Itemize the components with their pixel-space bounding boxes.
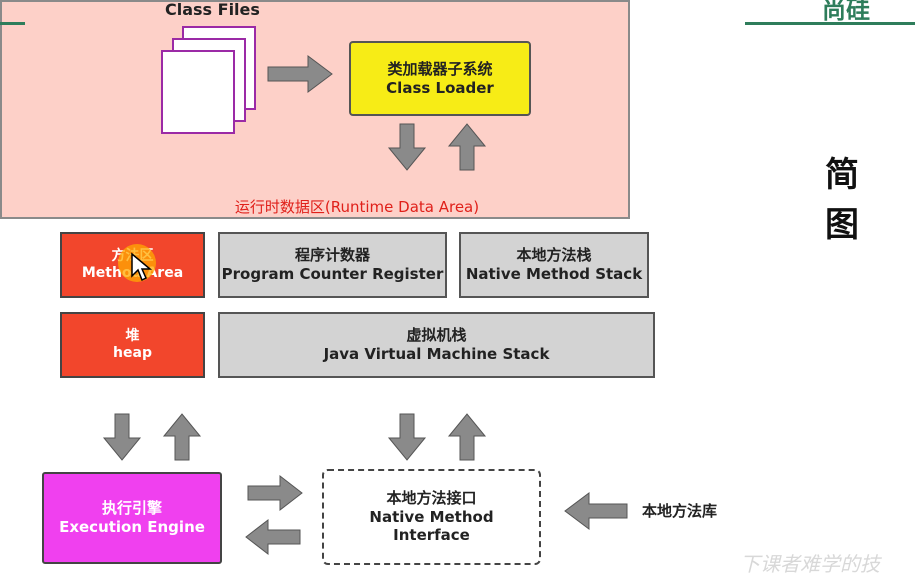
native-method-stack-en: Native Method Stack [465, 265, 643, 283]
top-left-rule [0, 22, 25, 25]
arrow-up-icon [447, 413, 487, 461]
native-interface-cn: 本地方法接口 [386, 488, 477, 507]
side-title: 简 图 [822, 150, 862, 250]
native-library-label: 本地方法库 [642, 502, 718, 520]
arrow-up-icon [162, 413, 202, 461]
watermark: 下课者难学的技 [740, 552, 880, 576]
execution-engine-cn: 执行引擎 [101, 499, 162, 518]
class-file-page-icon [161, 50, 235, 134]
mouse-pointer-icon [131, 252, 153, 282]
class-loader-en: Class Loader [386, 78, 494, 97]
side-title-line2: 图 [825, 205, 859, 245]
program-counter-box: 程序计数器 Program Counter Register [218, 232, 447, 298]
class-loader-cn: 类加载器子系统 [387, 59, 493, 78]
arrow-left-icon [245, 518, 301, 556]
heap-en: heap [113, 345, 152, 361]
top-right-rule [745, 22, 915, 25]
program-counter-cn: 程序计数器 [294, 246, 370, 265]
runtime-data-area-title: 运行时数据区(Runtime Data Area) [234, 198, 480, 216]
native-method-stack-cn: 本地方法栈 [516, 246, 592, 265]
arrow-down-icon [102, 413, 142, 461]
native-method-stack-box: 本地方法栈 Native Method Stack [459, 232, 649, 298]
class-loader-box: 类加载器子系统 Class Loader [349, 41, 531, 116]
class-files-label: Class Files [165, 0, 260, 19]
heap-cn: 堆 [125, 327, 140, 344]
native-method-interface-box: 本地方法接口 Native Method Interface [322, 469, 541, 565]
execution-engine-en: Execution Engine [59, 518, 205, 536]
side-title-line1: 简 [825, 155, 859, 195]
brand-logo: 尚硅 [822, 0, 870, 24]
program-counter-en: Program Counter Register [221, 265, 444, 283]
arrow-right-icon [247, 474, 303, 512]
arrow-right-icon [267, 55, 333, 93]
jvm-stack-cn: 虚拟机栈 [406, 326, 467, 345]
jvm-stack-box: 虚拟机栈 Java Virtual Machine Stack [218, 312, 655, 378]
execution-engine-box: 执行引擎 Execution Engine [42, 472, 222, 564]
arrow-down-icon [387, 123, 427, 171]
arrow-down-icon [387, 413, 427, 461]
native-interface-en-line2: Interface [393, 526, 470, 545]
arrow-up-icon [447, 123, 487, 171]
jvm-stack-en: Java Virtual Machine Stack [323, 345, 550, 363]
runtime-data-area [0, 0, 630, 219]
arrow-left-icon [564, 492, 628, 530]
heap-box: 堆 heap [60, 312, 205, 378]
native-interface-en-line1: Native Method [369, 507, 494, 526]
